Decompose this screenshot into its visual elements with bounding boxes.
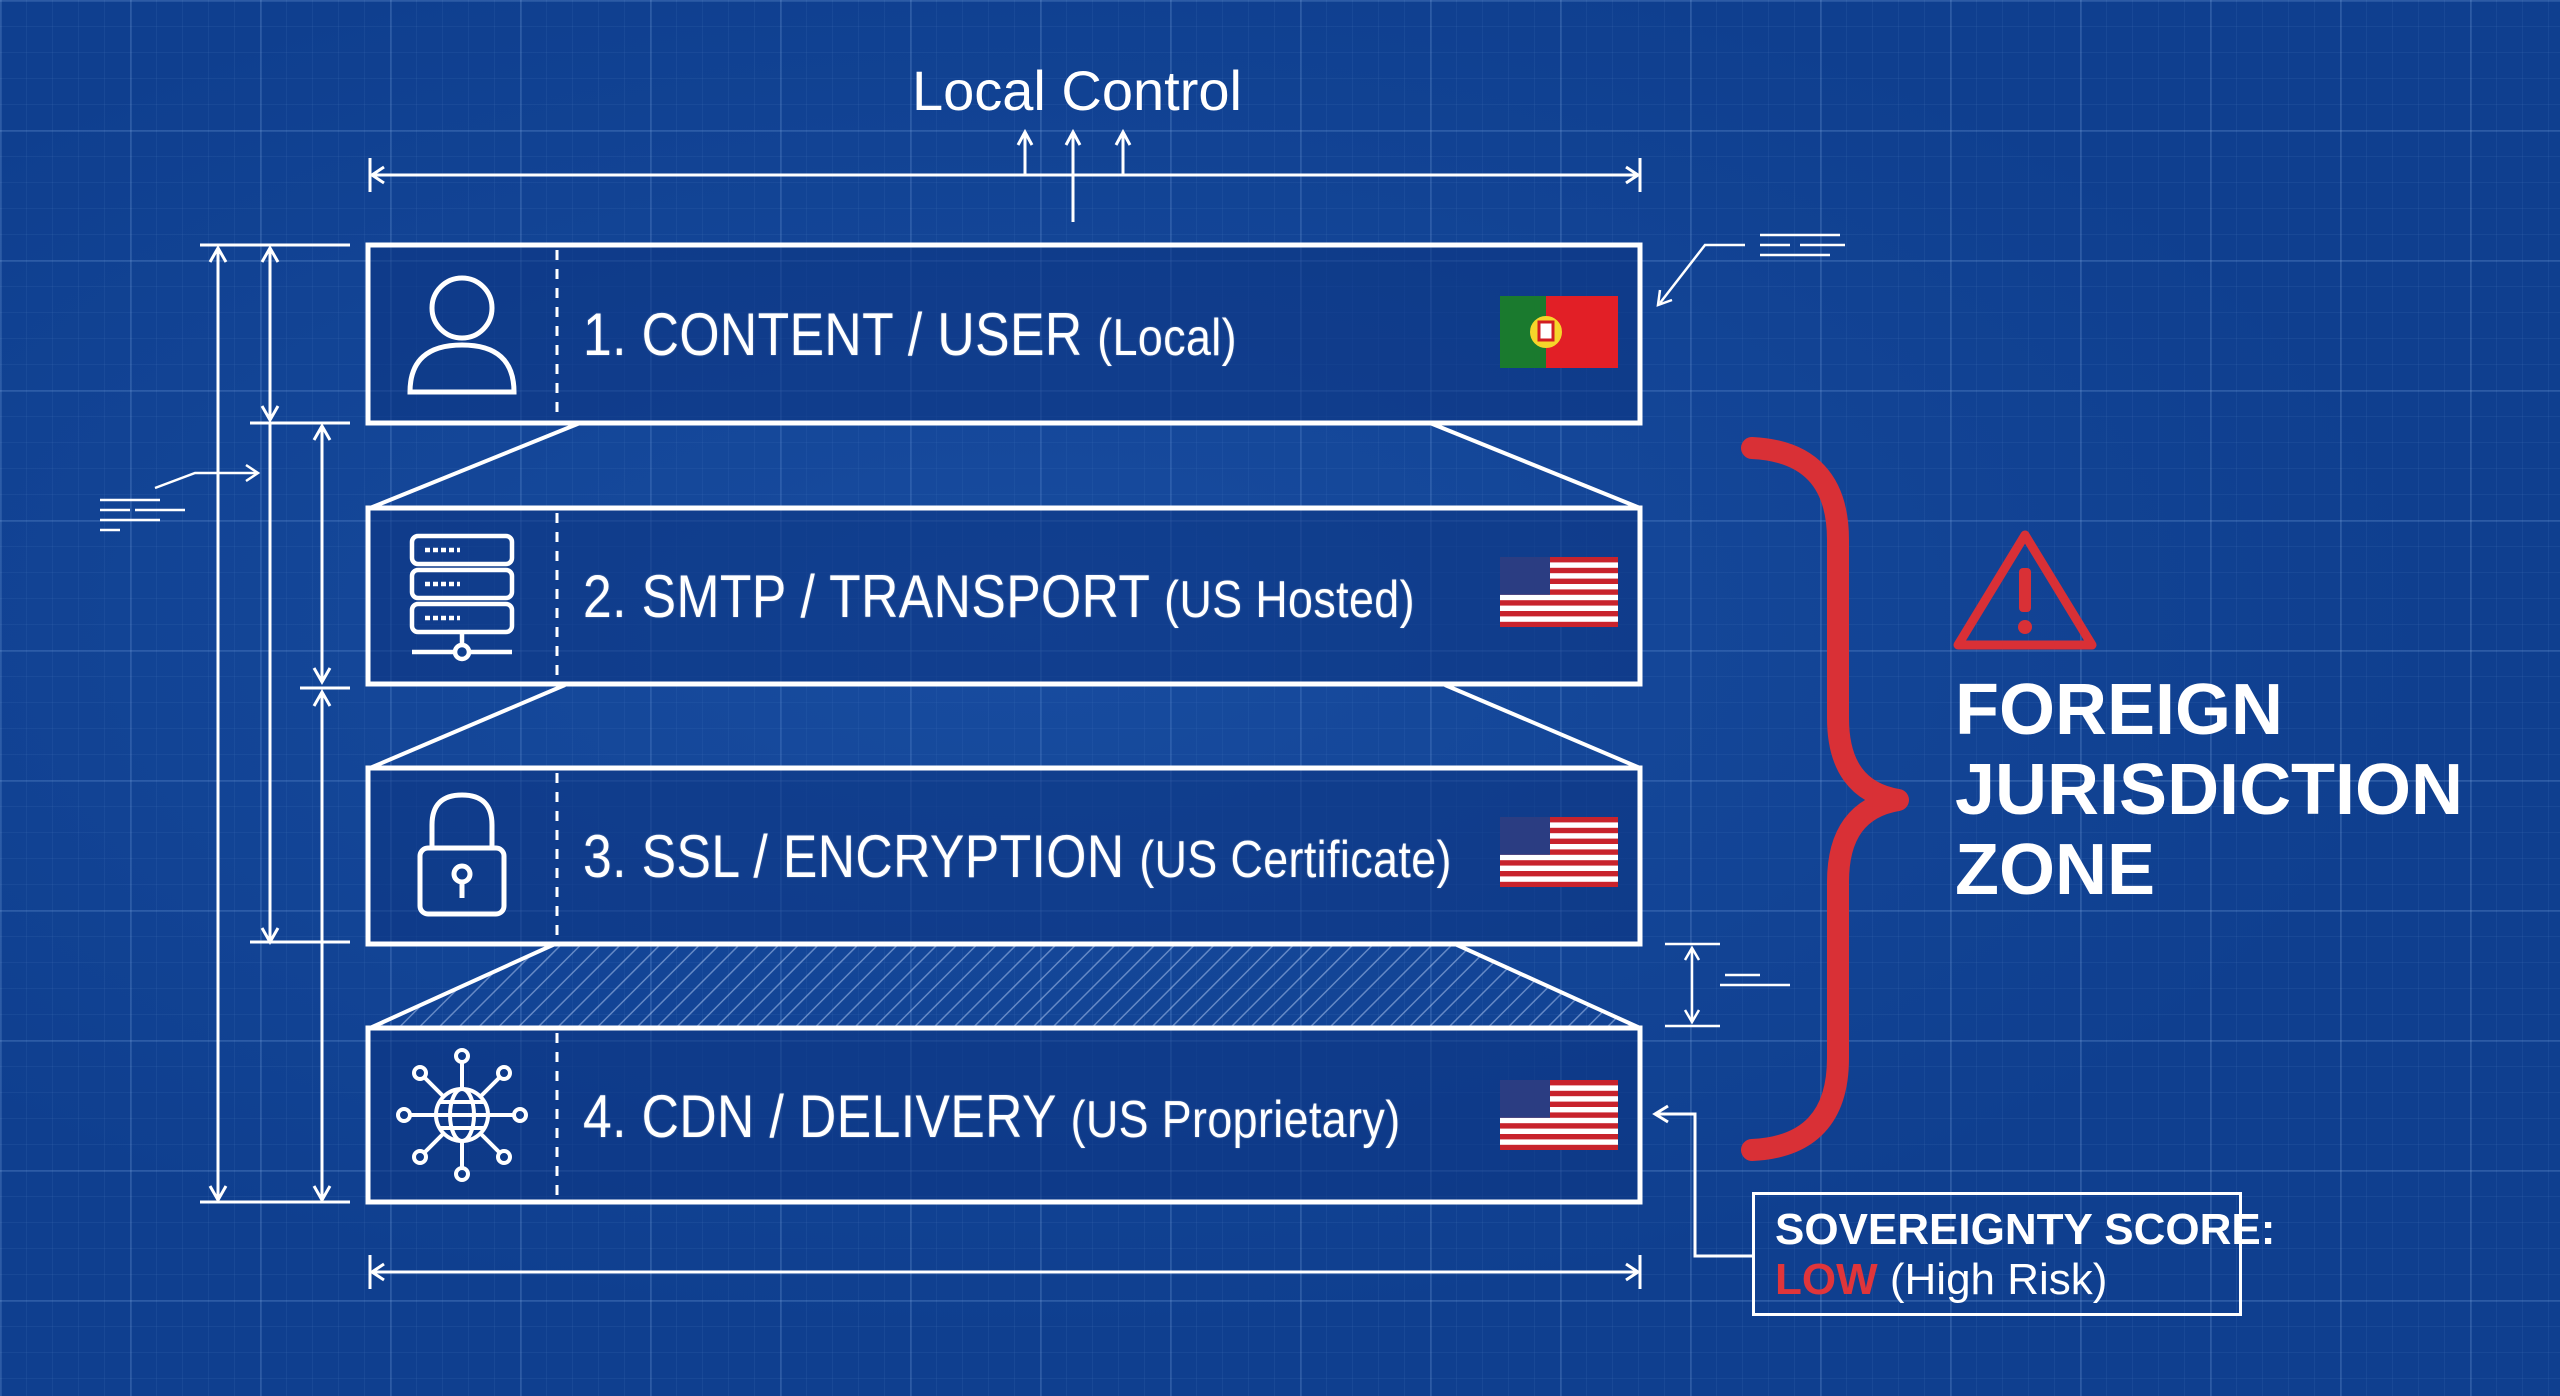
- score-connector: [1652, 1104, 1752, 1258]
- layer-boxes: [365, 242, 1643, 1205]
- us-flag: [1500, 817, 1618, 887]
- sovereignty-score-box: SOVEREIGNTY SCORE: LOW (High Risk): [1752, 1192, 2275, 1316]
- layer-number: 4.: [583, 1083, 627, 1150]
- layer-number: 2.: [583, 563, 627, 630]
- layer-name: SSL / ENCRYPTION: [641, 823, 1125, 890]
- warning-icon: [1953, 530, 2097, 650]
- layer-number: 1.: [583, 301, 627, 368]
- layer-qualifier: (Local): [1097, 309, 1237, 367]
- zone-title-line: FOREIGN: [1955, 670, 2284, 750]
- layer-3-label: 3. SSL / ENCRYPTION (US Certificate): [583, 822, 1452, 891]
- layer-4-label: 4. CDN / DELIVERY (US Proprietary): [583, 1082, 1401, 1151]
- layer-name: CDN / DELIVERY: [641, 1083, 1056, 1150]
- user-icon: [407, 275, 517, 395]
- layer-name: CONTENT / USER: [641, 301, 1083, 368]
- zone-title-line: ZONE: [1955, 830, 2156, 910]
- foreign-zone-brace: [1741, 437, 1909, 1161]
- zone-title-line: JURISDICTION: [1955, 750, 2464, 830]
- layer-connectors: [369, 421, 1641, 770]
- score-note: (High Risk): [1889, 1255, 2108, 1304]
- right-top-callout: [1656, 233, 1845, 307]
- us-flag: [1500, 557, 1618, 627]
- layer-qualifier: (US Proprietary): [1070, 1091, 1401, 1149]
- portugal-flag: [1500, 296, 1618, 368]
- top-dimension: [368, 128, 1642, 222]
- score-label: SOVEREIGNTY SCORE:: [1775, 1205, 2276, 1254]
- layer-2-label: 2. SMTP / TRANSPORT (US Hosted): [583, 562, 1415, 631]
- server-icon: [409, 533, 515, 662]
- left-callout: [100, 463, 261, 532]
- left-dimensions: [200, 243, 350, 1204]
- score-level: LOW: [1775, 1255, 1878, 1304]
- layer-1-label: 1. CONTENT / USER (Local): [583, 300, 1237, 369]
- layer-name: SMTP / TRANSPORT: [641, 563, 1150, 630]
- score-value: LOW (High Risk): [1775, 1255, 2107, 1305]
- gap-dimension: [1665, 942, 1790, 1028]
- layer-number: 3.: [583, 823, 627, 890]
- layer-qualifier: (US Certificate): [1139, 831, 1452, 889]
- bottom-dimension: [368, 1255, 1642, 1289]
- lock-icon: [417, 792, 507, 917]
- foreign-zone-title: FOREIGN JURISDICTION ZONE: [1955, 670, 2515, 910]
- hatched-connector: [369, 942, 1641, 1030]
- globe-network-icon: [396, 1048, 528, 1182]
- us-flag: [1500, 1080, 1618, 1150]
- layer-qualifier: (US Hosted): [1164, 571, 1415, 629]
- local-control-label: Local Control: [912, 59, 1242, 122]
